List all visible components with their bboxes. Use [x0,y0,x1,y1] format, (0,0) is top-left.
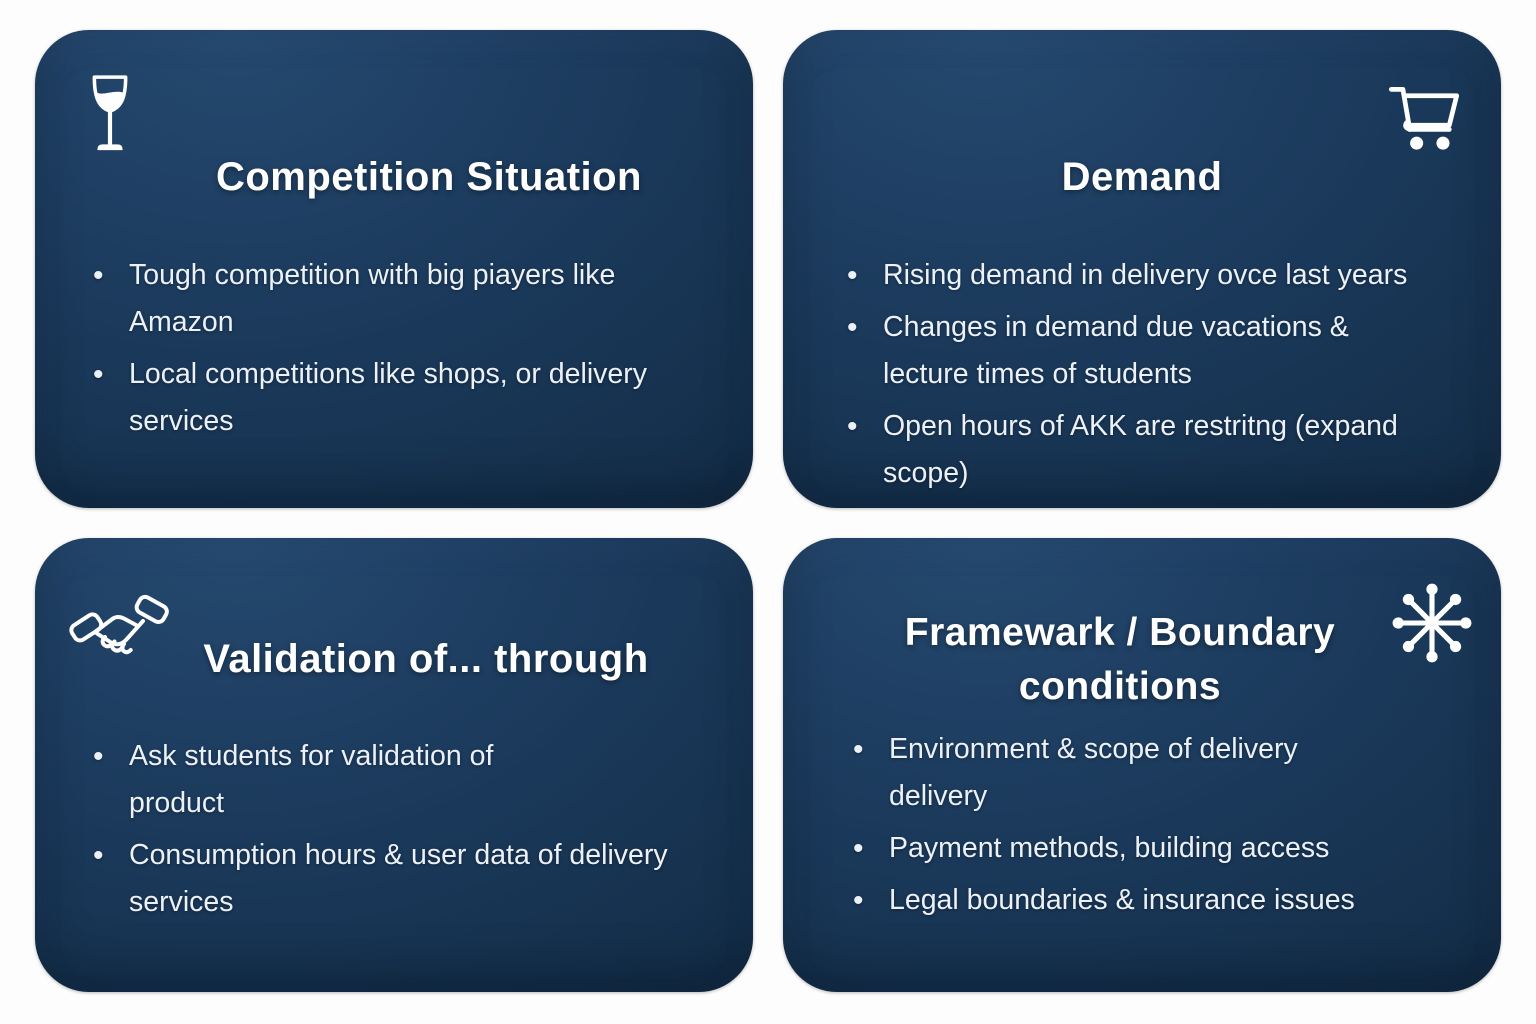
card-title: Competition Situation [215,155,642,200]
shopping-cart-icon [1385,82,1463,165]
card-validation: Validation of... through Ask students fo… [35,538,753,992]
bullet-list: Rising demand in delivery ovce last year… [847,252,1479,502]
bullet-list: Environment & scope of delivery delivery… [853,726,1479,929]
card-framework-boundary: Framewark / Boundary conditions Environm… [783,538,1501,992]
bullet-text: Tough competition with big piayers like … [129,259,616,338]
bullet-text: Rising demand in delivery ovce last year… [883,259,1408,291]
bullet-list: Tough competition with big piayers like … [93,252,725,450]
bullet-text: Changes in demand due vacations & lectur… [883,311,1349,390]
bullet-item: Payment methods, building access [853,825,1479,872]
bullet-item: Changes in demand due vacations & lectur… [847,304,1479,398]
bullet-text: Local competitions like shops, or delive… [129,358,647,437]
bullet-list: Ask students for validation of product C… [93,733,725,931]
bullet-text: Open hours of AKK are restritng (expand … [883,410,1398,489]
card-title: Validation of... through [203,637,649,682]
network-asterisk-icon [1389,580,1475,671]
bullet-item: Legal boundaries & insurance issues [853,877,1479,924]
bullet-item: Open hours of AKK are restritng (expand … [847,403,1479,497]
bullet-item: Local competitions like shops, or delive… [93,351,725,445]
card-title: Demand [1061,155,1223,200]
bullet-text: Payment methods, building access [889,832,1330,864]
bullet-item: Environment & scope of delivery delivery [853,726,1479,820]
card-competition-situation: Competition Situation Tough competition … [35,30,753,508]
bullet-item: Consumption hours & user data of deliver… [93,832,725,926]
handshake-icon [69,594,169,677]
bullet-item: Rising demand in delivery ovce last year… [847,252,1479,299]
bullet-text: Ask students for validation of product [129,740,494,819]
card-demand: Demand Rising demand in delivery ovce la… [783,30,1501,508]
bullet-item: Tough competition with big piayers like … [93,252,725,346]
wine-glass-icon [87,74,133,175]
slide-board: Competition Situation Tough competition … [0,0,1536,992]
bullet-text: Consumption hours & user data of deliver… [129,839,668,918]
bullet-text: Environment & scope of delivery delivery [889,733,1298,812]
bullet-item: Ask students for validation of product [93,733,725,827]
card-title: Framewark / Boundary conditions [904,611,1336,709]
bullet-text: Legal boundaries & insurance issues [889,884,1355,916]
